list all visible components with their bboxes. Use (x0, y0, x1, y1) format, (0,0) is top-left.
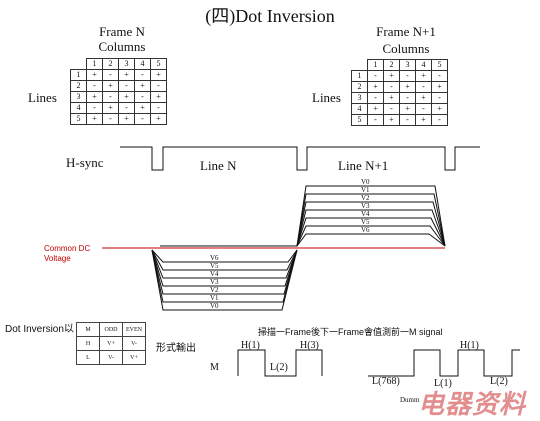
page-title: (四)Dot Inversion (205, 6, 335, 26)
dot-inversion-label: Dot Inversion以 (5, 324, 74, 335)
h1b-label: H(1) (460, 340, 479, 351)
mini-table-cell: M (76, 322, 100, 337)
mini-table-cell: EVEN (122, 322, 146, 337)
bottom-level-lines (151, 249, 298, 311)
mini-table-cell: L (76, 350, 100, 365)
grid-row: 2-+-+- (70, 80, 167, 92)
bottom-level-label: V0 (210, 302, 219, 310)
h3-label: H(3) (300, 340, 319, 351)
bottom-level-label: V6 (210, 254, 219, 262)
top-level-lines (160, 185, 446, 247)
hsync-label: H-sync (66, 155, 104, 170)
line-n1-label: Line N+1 (338, 158, 389, 173)
frame-n-title: Frame N (99, 24, 145, 39)
top-level-label: V6 (361, 226, 370, 234)
grid-row: 1-+-+- (351, 70, 448, 82)
h1-label: H(1) (241, 340, 260, 351)
grid-row: 4+-+-+ (351, 103, 448, 115)
column-header: 5 (150, 58, 167, 70)
top-level-label: V0 (361, 178, 370, 186)
frame-n1-columns-label: Columns (382, 41, 430, 56)
frame-n-lines-label: Lines (28, 90, 57, 105)
line-n-label: Line N (200, 158, 237, 173)
bottom-level-label: V2 (210, 286, 219, 294)
l2-label: L(2) (270, 362, 288, 373)
top-level-label: V1 (361, 186, 370, 194)
l1-label: L(1) (434, 378, 452, 389)
watermark-logo: 电器资料 (418, 389, 527, 419)
bottom-level-label: V5 (210, 262, 219, 270)
mini-table-cell: V+ (122, 350, 146, 365)
mini-table-cell: ODD (99, 322, 123, 337)
polarity-cell: - (150, 102, 167, 114)
common-dc-label: Common DC Voltage (44, 244, 91, 263)
m-label: M (210, 362, 219, 373)
mini-table-cell: H (76, 336, 100, 351)
top-level-label: V4 (361, 210, 370, 218)
mini-table-cell: V+ (99, 336, 123, 351)
l768-label: L(768) (372, 376, 400, 387)
row-label: 5 (351, 114, 368, 126)
m-signal-right (368, 349, 520, 377)
top-level-label: V5 (361, 218, 370, 226)
grid-row: 3+-+-+ (70, 91, 167, 103)
hsync-waveform (120, 146, 480, 171)
l2b-label: L(2) (490, 376, 508, 387)
mini-table-cell: V- (122, 336, 146, 351)
frame-n1-title: Frame N+1 (376, 24, 436, 39)
grid-row: 5+-+-+ (70, 113, 167, 125)
polarity-cell: + (150, 113, 167, 125)
mini-table-cell: V- (99, 350, 123, 365)
polarity-cell: + (383, 114, 400, 126)
bottom-level-label: V4 (210, 270, 219, 278)
top-level-label: V3 (361, 202, 370, 210)
top-level-label: V2 (361, 194, 370, 202)
frame-n-columns-label: Columns (98, 39, 146, 54)
scan-note: 掃描一Frame後下一Frame會值測前一M signal (258, 327, 443, 337)
m-signal-left (237, 349, 323, 377)
row-label: 5 (70, 113, 87, 125)
polarity-cell: + (415, 114, 432, 126)
frame-n1-lines-label: Lines (312, 90, 341, 105)
polarity-cell: - (431, 114, 448, 126)
bottom-level-label: V1 (210, 294, 219, 302)
dummy-label: Dumm (400, 396, 420, 404)
bottom-level-label: V3 (210, 278, 219, 286)
grid-row: 5-+-+- (351, 114, 448, 126)
form-output-label: 形式輸出 (156, 343, 196, 354)
